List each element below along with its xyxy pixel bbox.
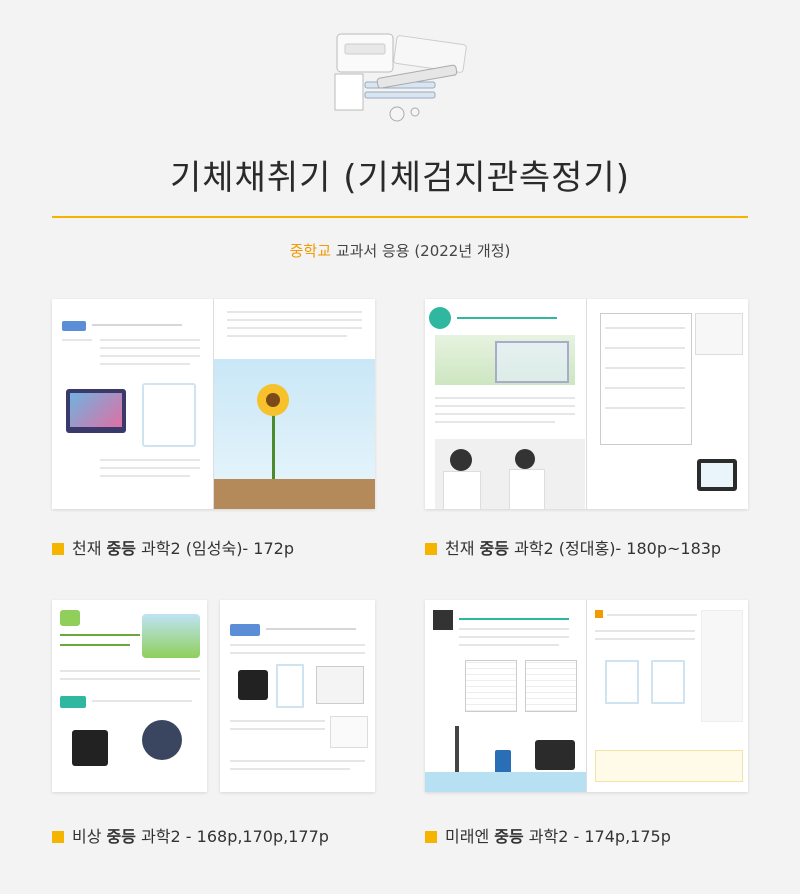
textbook-image-3-left <box>52 600 207 792</box>
caption-book-3: 비상 중등 과학2 - 168p,170p,177p <box>52 823 329 847</box>
bullet-square-icon <box>425 543 437 555</box>
page-title: 기체채취기 (기체검지관측정기) <box>170 158 630 198</box>
textbook-image-3-right <box>220 600 375 792</box>
gas-sampler-kit-image <box>334 33 467 122</box>
caption-book-4: 미래엔 중등 과학2 - 174p,175p <box>425 823 671 847</box>
textbook-image-2 <box>425 299 748 509</box>
subtitle-highlight: 중학교 <box>289 242 332 260</box>
textbook-image-1 <box>52 299 375 509</box>
subtitle: 중학교 교과서 응용 (2022년 개정) <box>0 240 800 261</box>
bullet-square-icon <box>425 831 437 843</box>
caption-book-1: 천재 중등 과학2 (임성숙)- 172p <box>52 535 294 559</box>
bullet-square-icon <box>52 543 64 555</box>
textbook-image-4 <box>425 600 748 792</box>
title-divider <box>52 216 748 218</box>
caption-book-2: 천재 중등 과학2 (정대홍)- 180p~183p <box>425 535 721 559</box>
subtitle-text: 교과서 응용 (2022년 개정) <box>331 242 511 260</box>
bullet-square-icon <box>52 831 64 843</box>
